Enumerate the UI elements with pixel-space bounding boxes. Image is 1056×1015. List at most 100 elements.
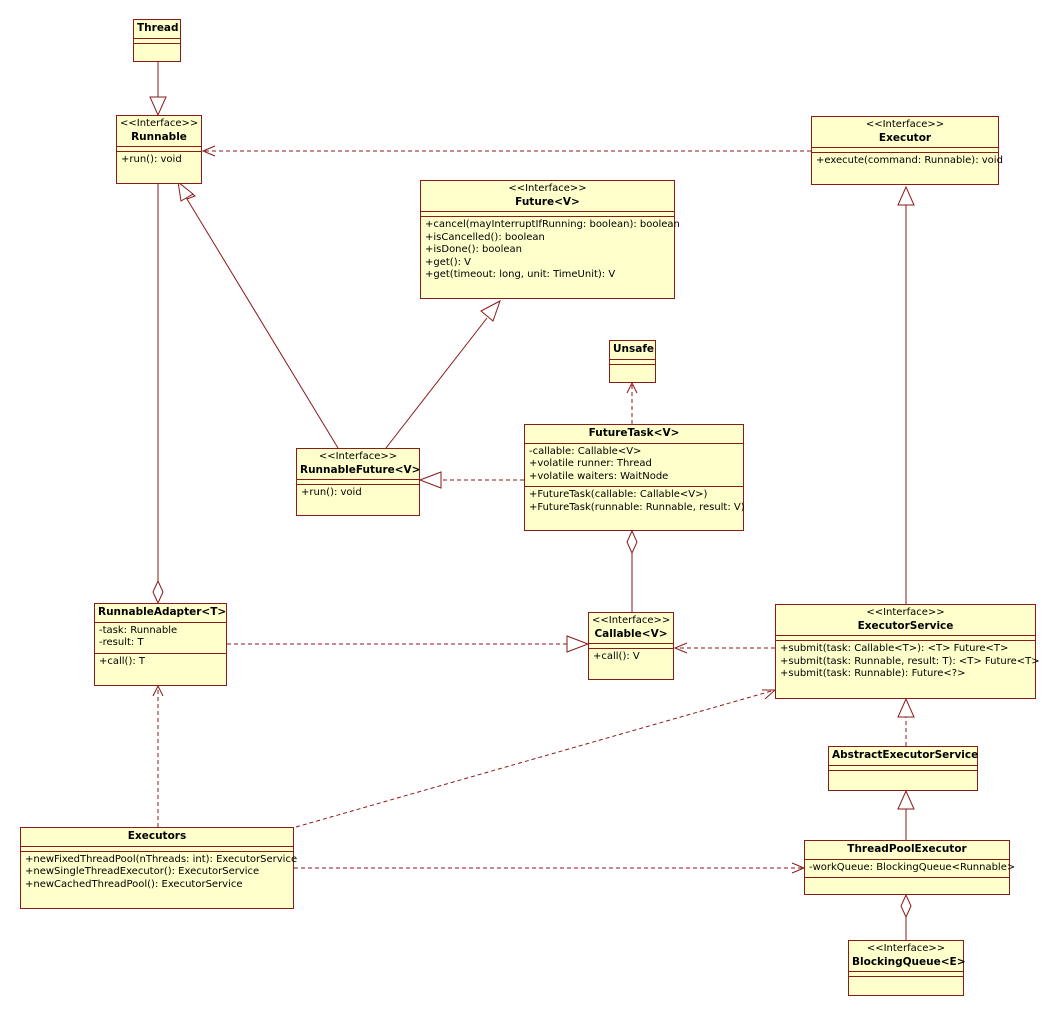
methods-compartment: +run(): void [117,152,201,170]
attributes-compartment [134,39,180,44]
arrowhead-hollow-triangle [897,789,915,810]
attribute: +volatile waiters: WaitNode [529,470,669,482]
arrowhead-open [626,381,638,394]
attributes-compartment: -workQueue: BlockingQueue<Runnable> [805,860,1016,878]
methods-compartment: +execute(command: Runnable): void [812,153,1003,171]
method: +FutureTask(callable: Callable<V>) [529,489,708,500]
method: +run(): void [121,154,182,165]
arrowhead-hollow-triangle [177,180,194,202]
methods-compartment: +cancel(mayInterruptIfRunning: boolean):… [421,217,680,285]
method: +submit(task: Runnable, result: T): <T> … [780,655,1040,667]
attributes-compartment [117,147,201,152]
class-thread[interactable]: Thread [133,19,181,62]
method: +isDone(): boolean [425,244,523,255]
attributes-compartment [829,766,977,771]
attribute: -callable: Callable<V> [529,445,642,457]
methods-compartment: +newFixedThreadPool(nThreads: int): Exec… [21,852,298,895]
class-name: Unsafe [613,343,655,355]
arrowhead-hollow-triangle [480,299,501,322]
method: +submit(task: Runnable): Future<?> [780,668,966,679]
methods-compartment: +call(): V [589,649,673,667]
arrowhead-open [152,684,164,697]
arrowhead-open [201,145,216,157]
interface-blocking-queue[interactable]: <<Interface>> BlockingQueue<E> [848,940,966,996]
class-name: Callable<V> [594,627,668,640]
class-executors[interactable]: Executors +newFixedThreadPool(nThreads: … [20,827,298,909]
interface-runnable[interactable]: <<Interface>> Runnable +run(): void [116,115,202,184]
methods-compartment [849,977,963,981]
class-name: Executors [127,830,187,842]
method: +newFixedThreadPool(nThreads: int): Exec… [25,853,298,865]
class-name: Thread [137,22,179,34]
arrowhead-open [673,642,688,654]
method: +FutureTask(runnable: Runnable, result: … [529,501,745,513]
arrowhead-hollow-triangle [418,471,442,489]
class-abstract-executor-service[interactable]: AbstractExecutorService [828,746,978,791]
methods-compartment: +submit(task: Callable<T>): <T> Future<T… [776,641,1040,684]
class-future-task[interactable]: FutureTask<V> -callable: Callable<V> +vo… [524,424,745,531]
runnablefuture-future-link [385,317,488,449]
stereotype: <<Interface>> [318,451,398,462]
methods-compartment: +call(): T [95,654,226,672]
attributes-compartment [610,360,655,365]
attributes-compartment [849,972,963,977]
method: +submit(task: Callable<T>): <T> Future<T… [780,643,1009,654]
attributes-compartment [776,636,1035,641]
runnablefuture-runnable-link [186,198,339,449]
class-runnable-adapter[interactable]: RunnableAdapter<T> -task: Runnable -resu… [94,603,227,686]
method: +call(): V [593,651,640,662]
attribute: +volatile runner: Thread [529,458,652,469]
class-name: Runnable [131,130,187,143]
methods-compartment [610,365,655,369]
class-thread-pool-executor[interactable]: ThreadPoolExecutor -workQueue: BlockingQ… [804,840,1016,895]
class-name: Future<V> [515,195,580,208]
method: +isCancelled(): boolean [425,231,545,243]
attributes-compartment [589,644,673,649]
method: +newCachedThreadPool(): ExecutorService [25,878,243,890]
executors-executorservice-dependency [295,689,776,828]
class-name: ThreadPoolExecutor [847,843,967,855]
arrowhead-hollow-triangle [566,635,590,653]
interface-future[interactable]: <<Interface>> Future<V> +cancel(mayInter… [420,180,680,299]
method: +newSingleThreadExecutor(): ExecutorServ… [25,866,260,877]
method: +call(): T [99,655,146,667]
interface-executor-service[interactable]: <<Interface>> ExecutorService +submit(ta… [775,604,1040,699]
aggregation-diamond [152,579,164,605]
class-name: Executor [878,131,932,144]
method: +run(): void [301,487,362,498]
methods-compartment [829,771,977,775]
class-unsafe[interactable]: Unsafe [609,340,656,383]
arrowhead-hollow-triangle [897,697,915,718]
method: +cancel(mayInterruptIfRunning: boolean):… [425,219,680,230]
method: +get(): V [425,256,471,268]
method: +get(timeout: long, unit: TimeUnit): V [425,269,616,280]
attributes-compartment [21,847,293,852]
attributes-compartment [421,212,674,217]
methods-compartment [134,44,180,48]
interface-executor[interactable]: <<Interface>> Executor +execute(command:… [811,116,1003,185]
attribute: -workQueue: BlockingQueue<Runnable> [809,861,1016,873]
attributes-compartment [297,480,419,485]
stereotype: <<Interface>> [508,183,587,194]
aggregation-diamond [900,893,912,919]
aggregation-diamond [626,529,638,555]
class-name: ExecutorService [857,619,954,632]
attributes-compartment: -task: Runnable -result: T [95,623,226,654]
stereotype: <<Interface>> [865,119,945,130]
stereotype: <<Interface>> [120,118,199,129]
arrowhead-hollow-triangle [149,96,167,117]
attributes-compartment: -callable: Callable<V> +volatile runner:… [525,444,743,487]
methods-compartment [805,878,1009,882]
attributes-compartment [812,148,998,153]
class-name: FutureTask<V> [588,427,680,439]
interface-runnable-future[interactable]: <<Interface>> RunnableFuture<V> +run(): … [296,448,420,516]
stereotype: <<Interface>> [866,943,946,954]
methods-compartment: +run(): void [297,485,419,503]
interface-callable[interactable]: <<Interface>> Callable<V> +call(): V [588,612,674,680]
attribute: -task: Runnable [99,624,178,636]
stereotype: <<Interface>> [866,607,945,618]
class-name: AbstractExecutorService [832,749,979,761]
arrowhead-hollow-triangle [897,185,915,206]
method: +execute(command: Runnable): void [816,155,1003,166]
